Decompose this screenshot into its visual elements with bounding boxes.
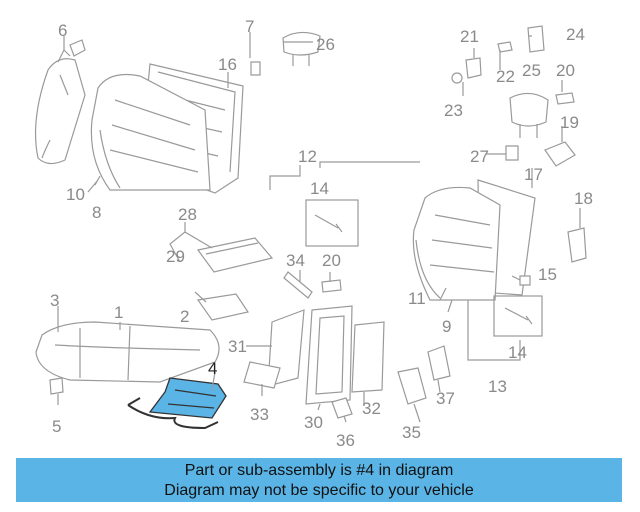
label-8: 8 bbox=[92, 203, 101, 222]
label-23: 23 bbox=[444, 101, 463, 120]
label-6: 6 bbox=[58, 21, 67, 40]
label-14a: 14 bbox=[310, 179, 329, 198]
label-26: 26 bbox=[316, 35, 335, 54]
sleeve-27 bbox=[505, 145, 519, 161]
label-25: 25 bbox=[522, 61, 541, 80]
label-4[interactable]: 4 bbox=[208, 359, 217, 378]
label-16: 16 bbox=[218, 55, 237, 74]
label-28: 28 bbox=[178, 205, 197, 224]
strip-34 bbox=[283, 271, 313, 299]
banner-line-1: Part or sub-assembly is #4 in diagram bbox=[184, 462, 454, 479]
label-20a: 20 bbox=[556, 61, 575, 80]
label-33: 33 bbox=[250, 405, 269, 424]
latch-19 bbox=[544, 141, 576, 167]
part-labels: 6 7 16 26 12 14 10 8 28 29 34 20 3 1 2 3… bbox=[50, 17, 593, 450]
label-10: 10 bbox=[66, 185, 85, 204]
label-3: 3 bbox=[50, 291, 59, 310]
banner-line-2: Diagram may not be specific to your vehi… bbox=[164, 482, 474, 499]
label-19: 19 bbox=[560, 113, 579, 132]
label-37: 37 bbox=[436, 389, 455, 408]
fastener-box-left bbox=[305, 199, 359, 247]
guide-20 bbox=[555, 92, 575, 105]
label-27: 27 bbox=[470, 147, 489, 166]
label-15: 15 bbox=[538, 265, 557, 284]
washer-23 bbox=[451, 72, 463, 84]
clip-36 bbox=[331, 397, 353, 419]
headrest-26 bbox=[282, 31, 321, 66]
headrest-25 bbox=[509, 92, 549, 138]
label-30: 30 bbox=[304, 413, 323, 432]
bracket-37 bbox=[427, 345, 451, 381]
label-5: 5 bbox=[52, 417, 61, 436]
label-7: 7 bbox=[245, 17, 254, 36]
label-14b: 14 bbox=[508, 343, 527, 362]
clip-7 bbox=[250, 61, 261, 76]
leader-lines bbox=[57, 32, 581, 423]
label-1: 1 bbox=[114, 303, 123, 322]
bracket-21 bbox=[465, 57, 482, 79]
label-34: 34 bbox=[286, 251, 305, 270]
label-17: 17 bbox=[524, 165, 543, 184]
fastener-box-right bbox=[493, 295, 543, 337]
panel-32 bbox=[351, 321, 385, 393]
label-18: 18 bbox=[574, 189, 593, 208]
bracket-35 bbox=[397, 367, 427, 405]
label-29: 29 bbox=[166, 247, 185, 266]
clip-15 bbox=[519, 275, 531, 286]
label-31: 31 bbox=[228, 337, 247, 356]
part-4-highlight bbox=[127, 377, 227, 430]
highlight-frame bbox=[148, 377, 227, 419]
label-35: 35 bbox=[402, 423, 421, 442]
seat-cushion bbox=[35, 321, 220, 383]
parts-diagram: 6 7 16 26 12 14 10 8 28 29 34 20 3 1 2 3… bbox=[34, 17, 593, 450]
label-24: 24 bbox=[566, 25, 585, 44]
label-32: 32 bbox=[362, 399, 381, 418]
hinge-18 bbox=[567, 227, 587, 263]
label-9: 9 bbox=[442, 317, 451, 336]
clip-5 bbox=[49, 377, 64, 395]
right-seat-back bbox=[412, 179, 536, 301]
info-banner: Part or sub-assembly is #4 in diagram Di… bbox=[16, 458, 622, 502]
label-11: 11 bbox=[408, 289, 426, 308]
seat-back-trim bbox=[90, 73, 211, 191]
plate-33 bbox=[243, 361, 281, 389]
label-21: 21 bbox=[460, 27, 479, 46]
label-20b: 20 bbox=[322, 251, 341, 270]
label-22: 22 bbox=[496, 67, 515, 86]
label-12: 12 bbox=[298, 147, 317, 166]
label-2: 2 bbox=[180, 307, 189, 326]
label-36: 36 bbox=[336, 431, 355, 450]
guide-20b bbox=[321, 279, 342, 293]
armrest-cover-29 bbox=[196, 293, 249, 321]
armrest-28 bbox=[196, 237, 274, 273]
cover-24 bbox=[527, 25, 545, 53]
bolt-22 bbox=[497, 41, 513, 53]
pass-through-frame bbox=[305, 305, 353, 405]
side-bolster bbox=[34, 39, 86, 165]
label-13: 13 bbox=[488, 377, 507, 396]
